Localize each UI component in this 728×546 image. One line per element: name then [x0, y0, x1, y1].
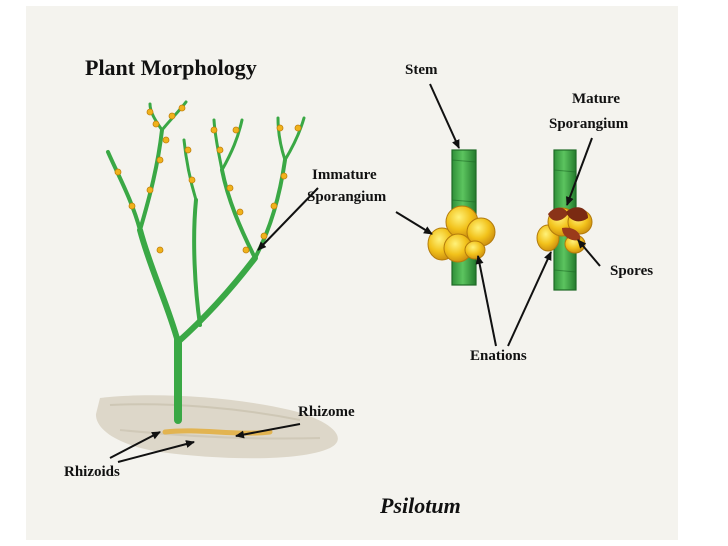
plant-stems — [106, 100, 306, 424]
label-mature-sporangium: Mature — [572, 91, 621, 108]
immature-sporangium-detail — [427, 149, 496, 286]
label-spores: Spores — [610, 263, 654, 279]
label-enations: Enations — [470, 348, 527, 364]
species-name: Psilotum — [380, 493, 461, 518]
pointer-arrows — [109, 83, 601, 463]
label-rhizome: Rhizome — [298, 404, 355, 420]
page-title: Plant Morphology — [85, 55, 257, 80]
label-stem: Stem — [405, 62, 438, 78]
label-immature-line1: Immature — [312, 167, 377, 183]
label-mature-line1: Mature — [572, 91, 621, 107]
soil-patch — [95, 395, 338, 459]
rhizome — [162, 428, 273, 436]
mature-sporangium-detail — [536, 149, 593, 291]
label-immature-line2: Sporangium — [307, 189, 387, 205]
label-mature-sporangium-2: Sporangium — [549, 116, 629, 132]
label-rhizoids: Rhizoids — [64, 464, 120, 480]
plant-sporangia — [114, 104, 302, 254]
